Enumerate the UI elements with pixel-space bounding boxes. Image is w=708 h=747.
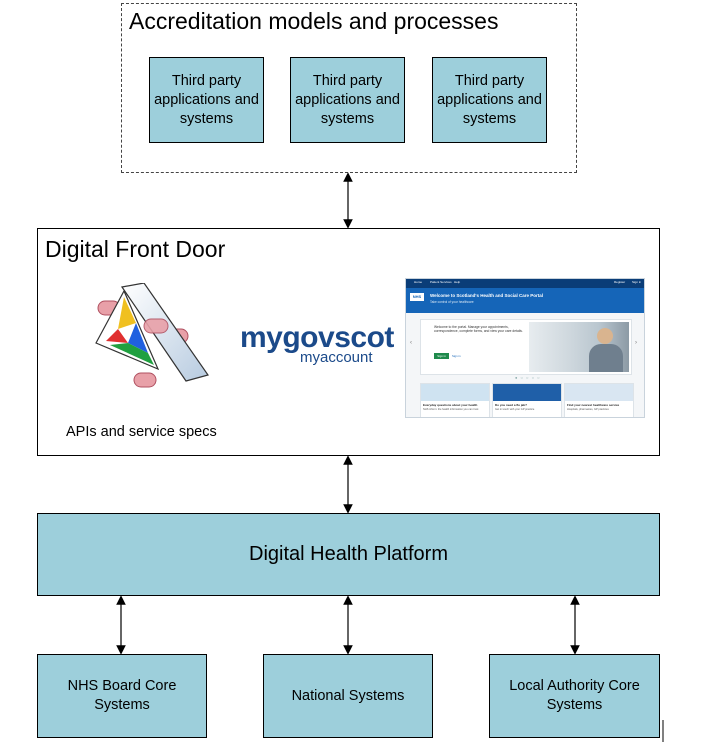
- portal-header-title: Welcome to Scotland's Health and Social …: [430, 293, 544, 298]
- portal-banner-text: Welcome to the portal. Manage your appoi…: [434, 325, 523, 334]
- portal-nav-signin: Sign in: [632, 280, 642, 284]
- mygovscot-myaccount-label: myaccount: [300, 349, 373, 366]
- portal-banner: Welcome to the portal. Manage your appoi…: [420, 319, 632, 375]
- portal-nav-services: Patient Services: [430, 280, 452, 284]
- carousel-next-icon: ›: [635, 340, 637, 346]
- nhs-portal-screenshot: Home Patient Services Help Register Sign…: [405, 278, 645, 418]
- portal-card-1-subtitle: NHS inform: the health information you c…: [423, 408, 479, 411]
- mygovscot-logo: mygovscot: [240, 321, 394, 354]
- photo-person-head: [597, 328, 613, 344]
- carousel-dots-icon: ● ○ ○ ○ ○: [515, 375, 541, 380]
- third-party-box-2: Third party applications and systems: [290, 57, 405, 143]
- portal-card-3-title: Find your nearest healthcare service: [567, 403, 620, 407]
- portal-card-3-image: [565, 384, 633, 401]
- portal-nav-home: Home: [414, 280, 423, 284]
- third-party-box-1: Third party applications and systems: [149, 57, 264, 143]
- accreditation-title: Accreditation models and processes: [129, 8, 499, 34]
- nhs-logo: NHS: [410, 293, 424, 301]
- photo-person-body: [589, 344, 623, 372]
- carousel-prev-icon: ‹: [410, 340, 412, 346]
- portal-card-1: Everyday questions about your health NHS…: [420, 383, 490, 417]
- portal-banner-button: Sign in: [434, 353, 449, 359]
- portal-card-2: Do you need a flu jab? Get in touch with…: [492, 383, 562, 417]
- digital-front-door-title: Digital Front Door: [45, 236, 226, 262]
- portal-nav-register: Register: [614, 280, 626, 284]
- portal-card-2-image: [493, 384, 561, 401]
- nhs-board-core-systems-box: NHS Board Core Systems: [37, 654, 207, 738]
- portal-card-1-title: Everyday questions about your health: [423, 403, 478, 407]
- portal-nav-help: Help: [454, 280, 461, 284]
- portal-card-2-subtitle: Get in touch with your GP practice: [495, 408, 535, 411]
- third-party-box-3: Third party applications and systems: [432, 57, 547, 143]
- portal-card-1-image: [421, 384, 489, 401]
- portal-header: NHS Welcome to Scotland's Health and Soc…: [406, 288, 644, 313]
- digital-health-platform-box: Digital Health Platform: [37, 513, 660, 596]
- portal-card-3: Find your nearest healthcare service Hos…: [564, 383, 634, 417]
- portal-card-2-title: Do you need a flu jab?: [495, 403, 528, 407]
- local-authority-core-systems-box: Local Authority Core Systems: [489, 654, 660, 738]
- portal-card-3-subtitle: Hospitals, pharmacies, GP practices: [567, 408, 609, 411]
- portal-top-bar: Home Patient Services Help Register Sign…: [406, 279, 644, 288]
- portal-header-subtitle: Take control of your healthcare: [430, 300, 474, 304]
- portal-banner-photo: [529, 322, 629, 372]
- national-systems-box: National Systems: [263, 654, 433, 738]
- api-puzzle-icon: [95, 283, 209, 388]
- portal-banner-link: Sign in: [452, 354, 461, 358]
- apis-label: APIs and service specs: [66, 424, 217, 440]
